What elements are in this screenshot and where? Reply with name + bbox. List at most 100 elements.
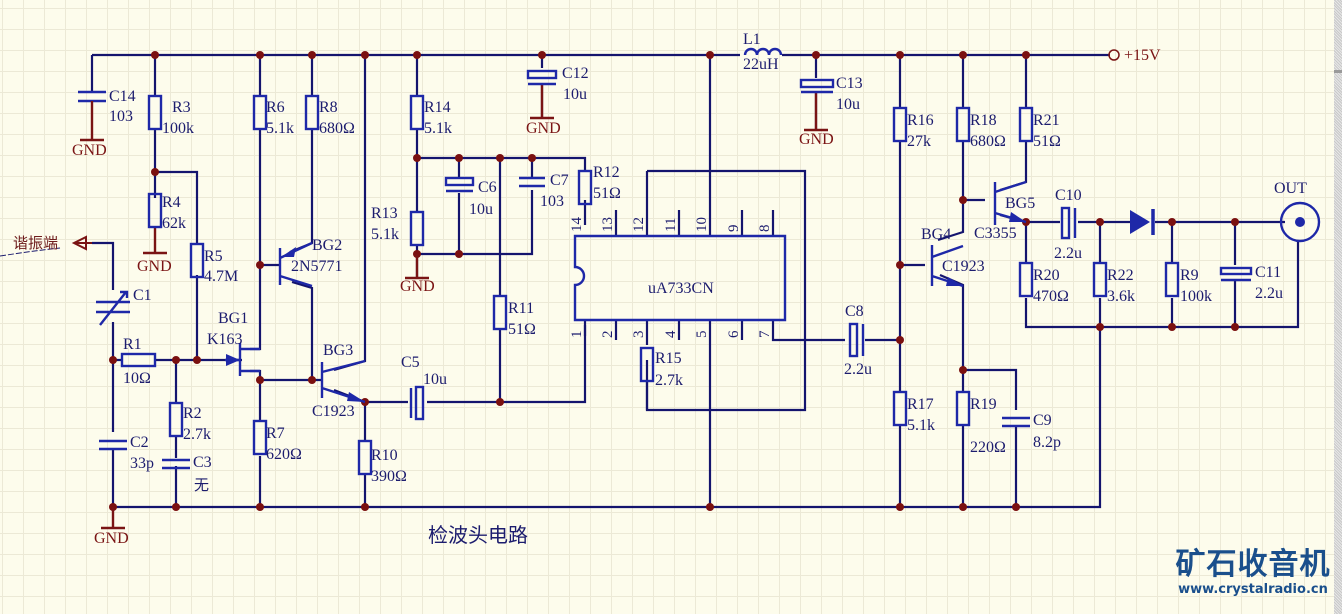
label-r1-value: 10Ω: [123, 370, 151, 387]
resistor-r1[interactable]: [120, 352, 157, 368]
capacitor-c10[interactable]: [1060, 206, 1077, 240]
label-r16-ref: R16: [907, 112, 934, 129]
label-r2-ref: R2: [183, 405, 202, 422]
label-r12-value: 51Ω: [593, 185, 621, 202]
resistors: [120, 94, 1180, 476]
capacitor-c5[interactable]: [409, 385, 425, 421]
diode[interactable]: [1130, 209, 1155, 235]
junction-dot: [256, 376, 264, 384]
resistor-r2[interactable]: [168, 401, 184, 438]
junction-dot: [1231, 218, 1239, 226]
capacitor-c7[interactable]: [519, 176, 545, 188]
junction-dot: [496, 398, 504, 406]
wire-r14-r13: [415, 55, 587, 278]
capacitor-c9[interactable]: [1002, 416, 1030, 428]
resistor-r13[interactable]: [409, 210, 425, 247]
output-connector-icon[interactable]: [1279, 201, 1321, 243]
capacitor-c8[interactable]: [848, 322, 865, 358]
junction-dot: [1168, 323, 1176, 331]
scrollbar-thumb[interactable]: [1334, 70, 1342, 73]
label-r20-ref: R20: [1033, 267, 1060, 284]
resistor-r21[interactable]: [1018, 106, 1034, 143]
junction-dot: [256, 261, 264, 269]
junction-dot: [455, 250, 463, 258]
junction-dot: [256, 51, 264, 59]
resistor-r8[interactable]: [304, 94, 320, 131]
ic-pin-label: 14: [569, 217, 585, 233]
junction-dot: [172, 503, 180, 511]
junction-dot: [1096, 218, 1104, 226]
capacitor-c12[interactable]: [526, 69, 558, 86]
input-port-wire-dashed: [0, 247, 61, 257]
resistor-r20[interactable]: [1018, 261, 1034, 298]
label-c9-value: 8.2p: [1033, 434, 1061, 451]
resistor-r11[interactable]: [492, 294, 508, 331]
resistor-r16[interactable]: [892, 106, 908, 143]
transistor-bg5-npn[interactable]: [993, 180, 1027, 225]
junction-dot: [1022, 51, 1030, 59]
ic-pin-label: 5: [694, 331, 710, 339]
wire-r8: [289, 55, 314, 254]
power-terminal-icon[interactable]: [1108, 49, 1120, 61]
resistor-r9[interactable]: [1164, 261, 1180, 298]
junction-dot: [896, 261, 904, 269]
ic-pin-label: 10: [694, 217, 710, 232]
capacitor-c3[interactable]: [162, 458, 190, 470]
junction-dot: [455, 154, 463, 162]
resistor-r14[interactable]: [409, 94, 425, 131]
capacitor-c11[interactable]: [1219, 266, 1253, 282]
label-r9-ref: R9: [1180, 267, 1199, 284]
label-c14-ref: C14: [109, 88, 136, 105]
resistor-r12[interactable]: [577, 169, 593, 206]
junction-dot: [413, 154, 421, 162]
vertical-scrollbar[interactable]: [1334, 0, 1342, 614]
label-r6-ref: R6: [266, 99, 285, 116]
label-c7-ref: C7: [550, 172, 569, 189]
resistor-r17[interactable]: [892, 390, 908, 427]
label-r8-value: 680Ω: [319, 120, 355, 137]
capacitor-c14[interactable]: [78, 90, 106, 142]
junction-dot: [193, 356, 201, 364]
resistor-r4[interactable]: [147, 192, 163, 229]
capacitor-c13[interactable]: [799, 78, 835, 94]
resistor-r6[interactable]: [252, 94, 268, 131]
resistor-r10[interactable]: [357, 439, 373, 476]
junction-dot: [361, 51, 369, 59]
transistor-bg3-npn[interactable]: [320, 359, 366, 404]
ic-pin-label: 7: [757, 330, 773, 338]
transistor-bg4-npn[interactable]: [930, 244, 964, 288]
resistor-r22[interactable]: [1092, 261, 1108, 298]
label-r10-value: 390Ω: [371, 468, 407, 485]
label-r6-value: 5.1k: [266, 120, 294, 137]
components: [0, 47, 1321, 530]
capacitor-c2[interactable]: [99, 439, 127, 451]
wire-bg3-collector: [333, 55, 367, 372]
resistor-r18[interactable]: [955, 106, 971, 143]
label-c12-ref: C12: [562, 65, 589, 82]
capacitor-c6[interactable]: [444, 176, 475, 193]
junction-dot: [172, 356, 180, 364]
capacitor-c1-variable[interactable]: [96, 290, 130, 326]
input-port-icon[interactable]: [71, 235, 92, 251]
wire-bg1-source: [250, 369, 322, 507]
resistor-r15[interactable]: [639, 346, 655, 383]
resistor-r7[interactable]: [252, 419, 268, 456]
label-bg4-value: C1923: [942, 258, 985, 275]
ic-ua733cn[interactable]: [573, 234, 787, 322]
transistor-bg1-jfet[interactable]: [225, 343, 260, 376]
junction-dot: [706, 51, 714, 59]
label-r13-ref: R13: [371, 205, 398, 222]
label-bg3-value: C1923: [312, 403, 355, 420]
resistor-r3[interactable]: [147, 94, 163, 131]
resistor-r19[interactable]: [955, 390, 971, 427]
junction-dot: [706, 503, 714, 511]
resistor-r5[interactable]: [189, 242, 205, 279]
inductor-l1[interactable]: [743, 47, 783, 56]
transistor-bg2-pnp[interactable]: [278, 241, 313, 288]
ic-bottom-pins: [583, 320, 845, 507]
junction-dot: [959, 503, 967, 511]
label-bg2-ref: BG2: [312, 237, 342, 254]
label-gnd: GND: [94, 530, 129, 547]
label-c2-value: 33p: [130, 455, 154, 472]
